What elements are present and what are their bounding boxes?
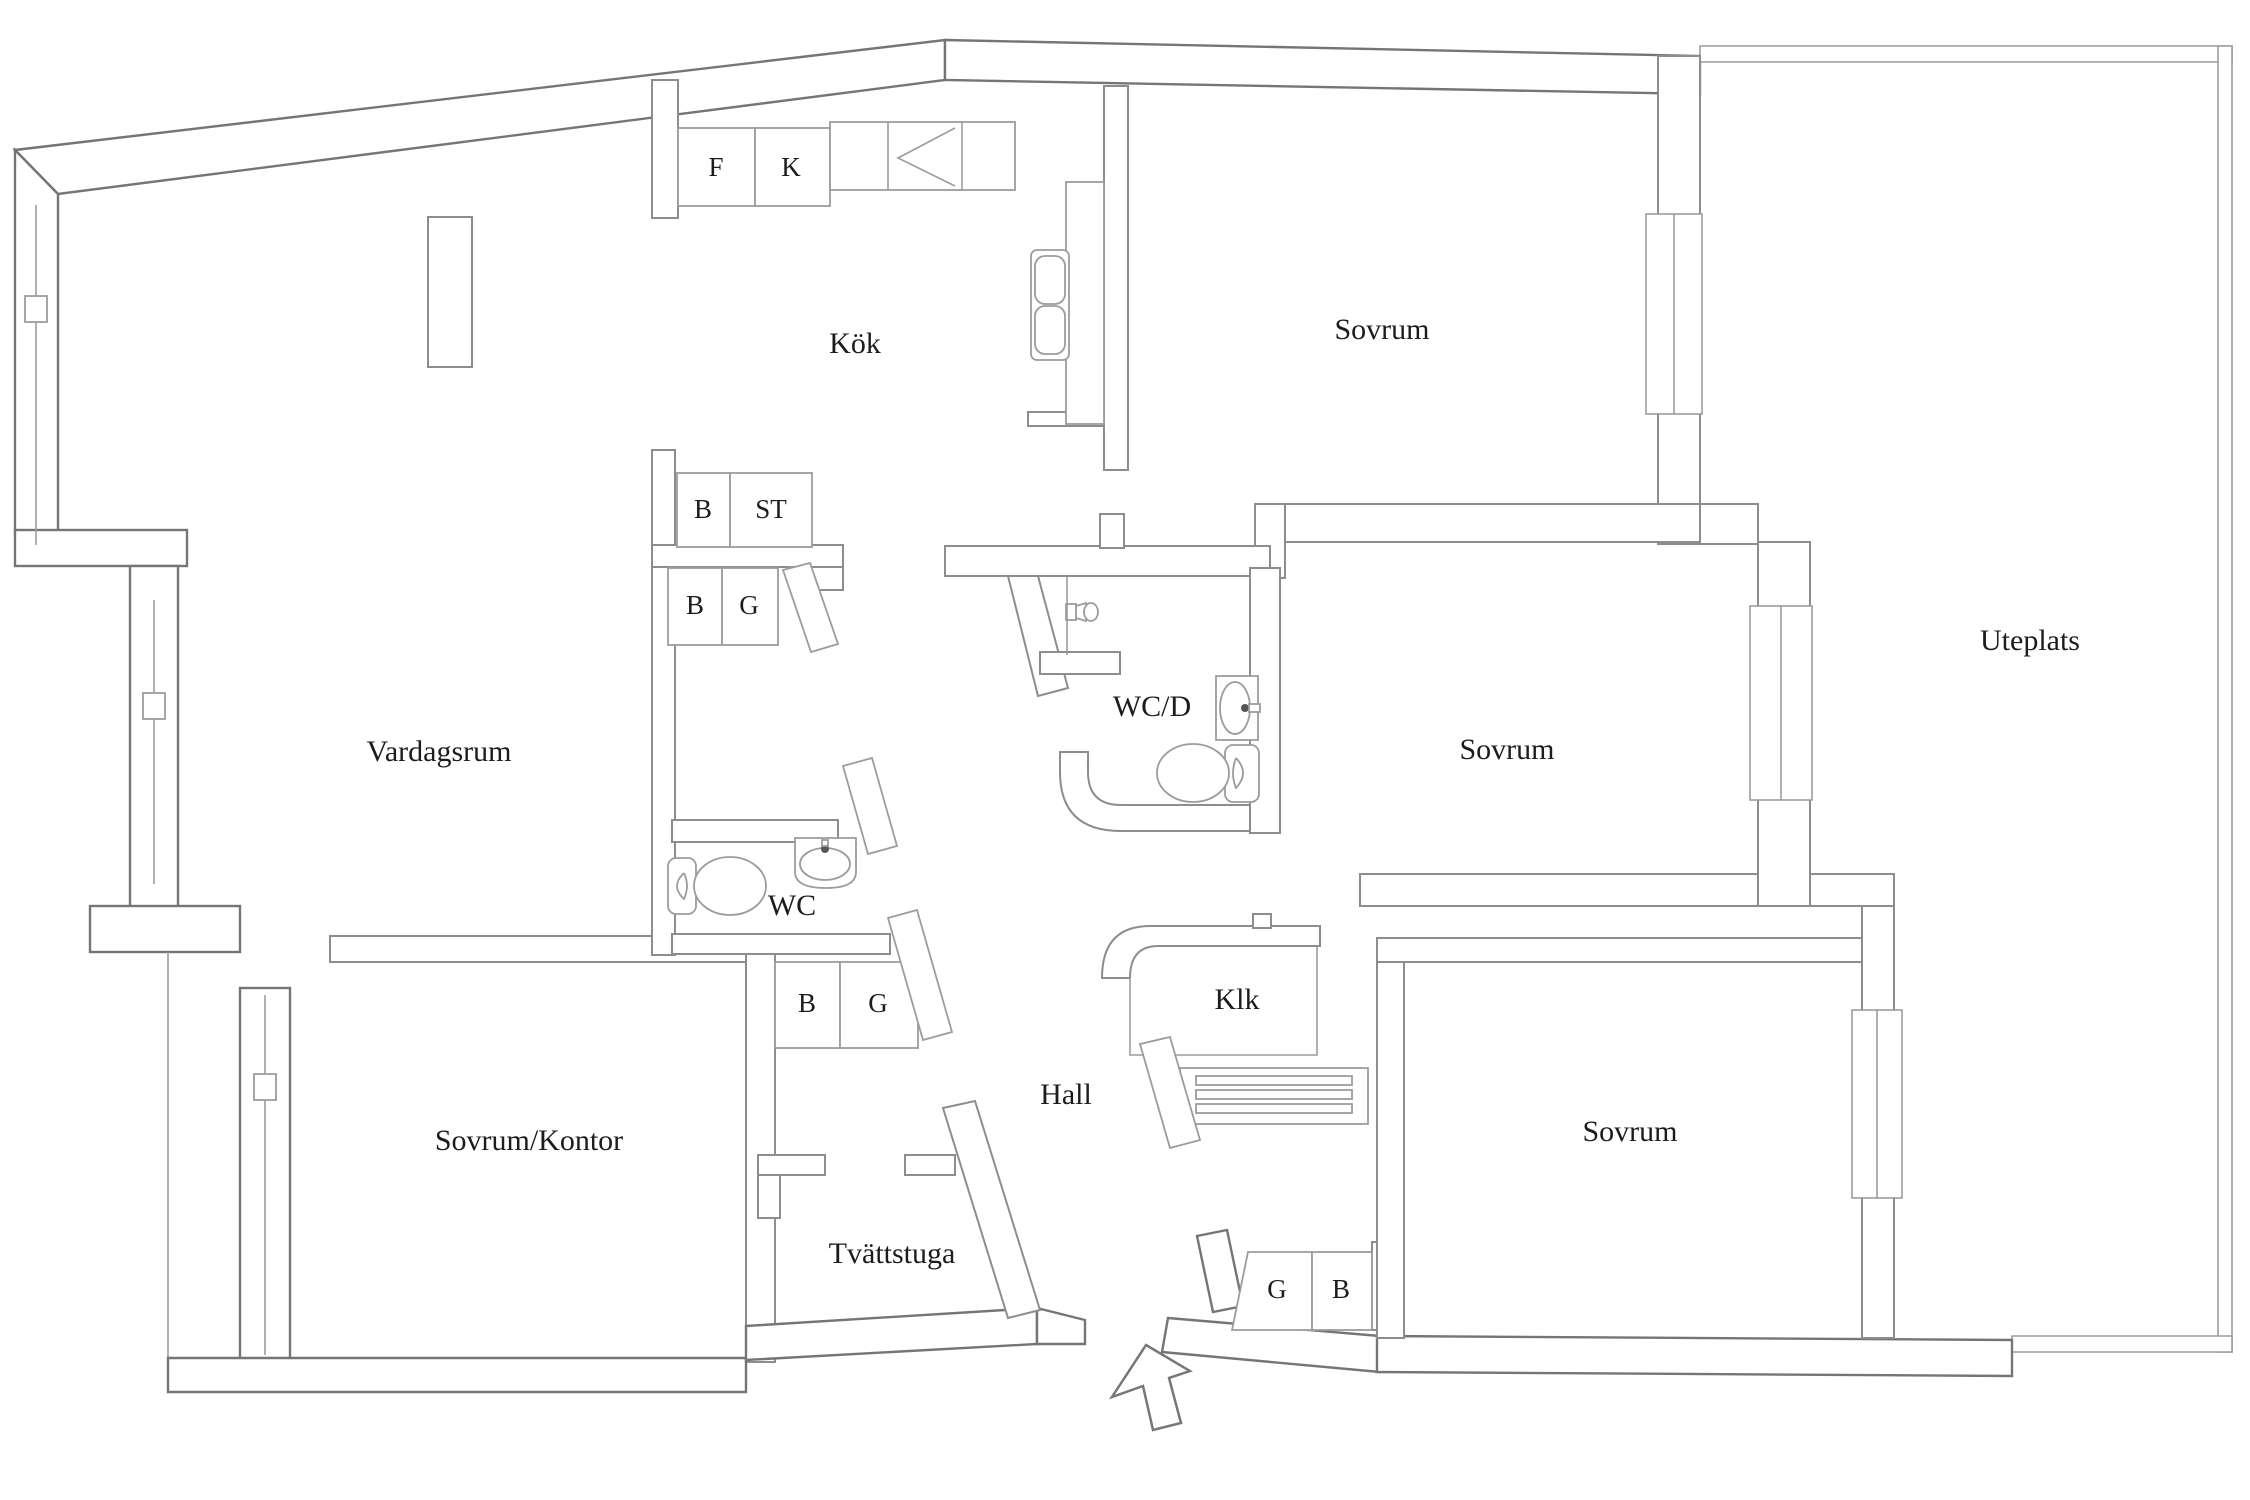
room-label-sovrum-bottom: Sovrum — [1582, 1115, 1677, 1148]
cabinet-label-b1: B — [694, 494, 712, 524]
room-labels: F K Kök Sovrum B ST B G WC/D Sovrum Utep… — [367, 152, 2080, 1304]
door-leaf-icon — [781, 561, 840, 654]
door-leaf-icon — [886, 908, 954, 1042]
room-label-klk: Klk — [1215, 983, 1260, 1016]
door-leaves — [781, 561, 1202, 1150]
cabinet-label-g1: G — [739, 590, 759, 620]
room-label-sovrum-mid: Sovrum — [1459, 733, 1554, 766]
window-sovrum-mid — [1749, 605, 1813, 801]
windows — [24, 205, 1903, 1355]
cabinet-label-g2: G — [868, 988, 888, 1018]
closet-b4-box — [1311, 1251, 1373, 1331]
kitchen-counter-top — [829, 121, 1016, 191]
window-sovrum-top — [1645, 213, 1703, 415]
wcd-toilet-icon — [1156, 743, 1260, 803]
room-label-hall: Hall — [1040, 1078, 1092, 1111]
door-leaf-icon — [841, 756, 899, 856]
wcd-sink-icon — [1215, 675, 1261, 741]
cabinet-label-f: F — [708, 152, 723, 182]
window-sovrum-bottom — [1851, 1009, 1903, 1199]
cabinet-label-g3: G — [1267, 1274, 1287, 1304]
cabinet-label-st: ST — [755, 494, 787, 524]
room-label-kok: Kök — [829, 327, 881, 360]
window-sovrum-kontor — [253, 995, 277, 1355]
shower-mixer-icon — [1065, 577, 1099, 655]
entrance-arrow-icon — [1108, 1343, 1193, 1432]
door-leaf-icon — [1138, 1035, 1202, 1150]
wc-sink-icon — [794, 837, 857, 889]
closet-g1-box — [721, 567, 779, 646]
room-label-sovrum-kontor: Sovrum/Kontor — [435, 1124, 623, 1157]
wc-toilet-icon — [667, 856, 767, 916]
cabinets — [667, 472, 1373, 1331]
closet-g2-box — [839, 961, 919, 1049]
cabinet-label-b2: B — [686, 590, 704, 620]
cabinet-f-box — [677, 127, 756, 207]
room-label-wcd: WC/D — [1113, 690, 1191, 723]
window-left-upper — [24, 205, 48, 545]
room-label-vardagsrum: Vardagsrum — [367, 735, 512, 768]
walls — [12, 38, 2233, 1394]
bathroom-fixtures — [667, 577, 1261, 916]
cabinet-label-b3: B — [798, 988, 816, 1018]
kitchen-fixtures — [677, 121, 1105, 425]
kitchen-counter-right — [1065, 181, 1105, 425]
cabinet-label-b4: B — [1332, 1274, 1350, 1304]
closet-st-box — [729, 472, 813, 548]
cabinet-label-k: K — [781, 152, 801, 182]
room-label-tvattstuga: Tvättstuga — [829, 1237, 956, 1270]
closet-b3-box — [774, 961, 841, 1049]
window-vardagsrum — [142, 600, 166, 884]
hob-icon — [896, 127, 956, 187]
room-label-sovrum-top: Sovrum — [1334, 313, 1429, 346]
double-sink-icon — [1030, 249, 1070, 361]
closet-b1-box — [676, 472, 731, 548]
wardrobe-icon — [1179, 1067, 1369, 1125]
room-label-uteplats: Uteplats — [1980, 624, 2080, 657]
room-label-wc: WC — [768, 889, 816, 922]
